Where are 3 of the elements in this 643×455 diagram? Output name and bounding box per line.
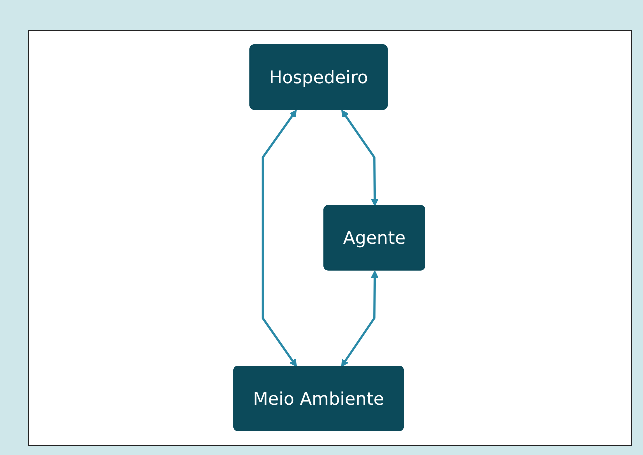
arrow (342, 270, 380, 368)
arrow (342, 110, 380, 206)
arrow (262, 110, 298, 368)
